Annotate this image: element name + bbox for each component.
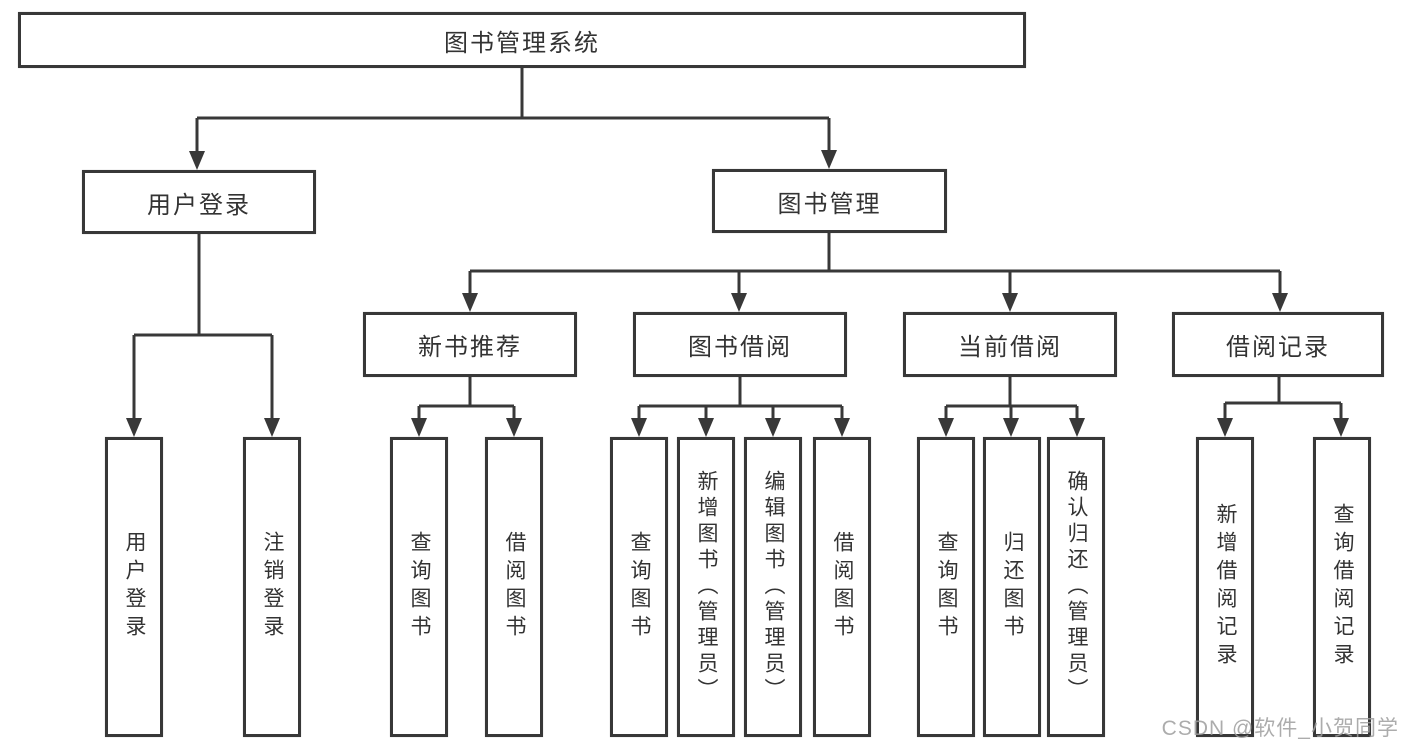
node-current-borrowing: 当前借阅 (903, 312, 1117, 377)
node-book-borrowing: 图书借阅 (633, 312, 847, 377)
leaf-add-books-admin: 新增图书（管理员） (677, 437, 735, 737)
leaf-user-login: 用户登录 (105, 437, 163, 737)
node-library-management-system: 图书管理系统 (18, 12, 1026, 68)
connector-book-management (462, 233, 1288, 312)
connector-root (189, 68, 837, 170)
node-book-management: 图书管理 (712, 169, 947, 233)
connector-current-borrowing (938, 377, 1085, 437)
leaf-query-books-current: 查询图书 (917, 437, 975, 737)
leaf-query-books-borrowing: 查询图书 (610, 437, 668, 737)
leaf-logout-login: 注销登录 (243, 437, 301, 737)
node-borrowing-records: 借阅记录 (1172, 312, 1384, 377)
connector-user-login (126, 234, 280, 437)
leaf-add-borrow-record: 新增借阅记录 (1196, 437, 1254, 737)
leaf-borrow-books-recommend: 借阅图书 (485, 437, 543, 737)
leaf-edit-books-admin: 编辑图书（管理员） (744, 437, 802, 737)
leaf-query-borrow-record: 查询借阅记录 (1313, 437, 1371, 737)
csdn-watermark: CSDN @软件_小贺同学 (1161, 717, 1399, 740)
node-new-book-recommendation: 新书推荐 (363, 312, 577, 377)
connector-new-book-recommendation (411, 377, 522, 437)
connector-borrowing-records (1217, 377, 1349, 437)
leaf-confirm-return-admin: 确认归还（管理员） (1047, 437, 1105, 737)
leaf-return-books: 归还图书 (983, 437, 1041, 737)
node-user-login: 用户登录 (82, 170, 316, 234)
connector-book-borrowing (631, 377, 850, 437)
leaf-query-books-recommend: 查询图书 (390, 437, 448, 737)
leaf-borrow-books-borrowing: 借阅图书 (813, 437, 871, 737)
